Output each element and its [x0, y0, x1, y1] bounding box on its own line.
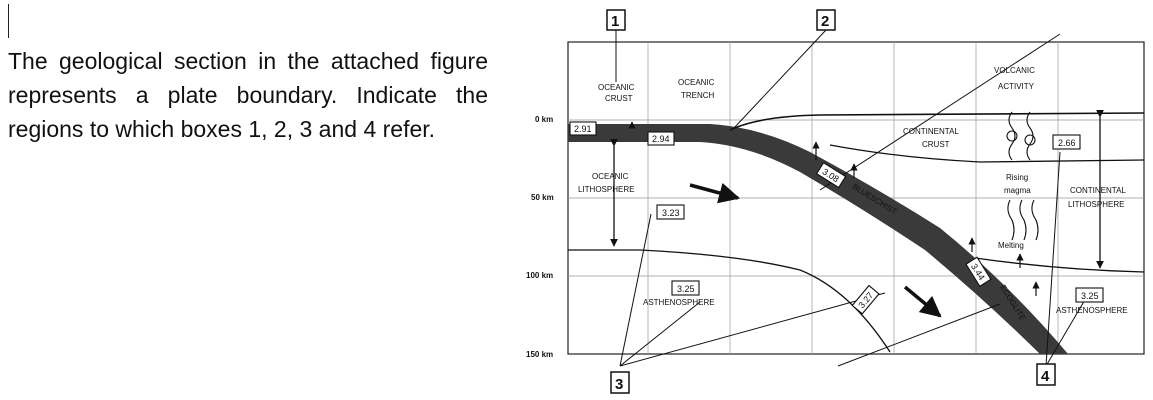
- label-oceanic-lithosphere-2: LITHOSPHERE: [578, 185, 634, 194]
- density-323-text: 3.23: [662, 208, 680, 218]
- label-continental-lithosphere-1: CONTINENTAL: [1070, 186, 1126, 195]
- label-oceanic-crust-2: CRUST: [605, 94, 633, 103]
- label-continental-lithosphere-2: LITHOSPHERE: [1068, 200, 1124, 209]
- label-continental-crust-2: CRUST: [922, 140, 950, 149]
- density-325b: 3.25: [1075, 287, 1104, 303]
- density-325a: 3.25: [671, 280, 700, 296]
- density-344: 3.44: [965, 256, 992, 287]
- depth-label-100: 100 km: [526, 271, 553, 280]
- label-oceanic-crust-1: OCEANIC: [598, 83, 635, 92]
- density-291: 2.91: [569, 121, 597, 136]
- subducting-slab: [568, 124, 1068, 354]
- plate-motion-arrows: [689, 182, 942, 318]
- box-4: 4: [1036, 363, 1056, 386]
- density-291-text: 2.91: [574, 124, 592, 134]
- density-294-text: 2.94: [652, 134, 670, 144]
- density-308: 3.08: [815, 161, 847, 189]
- box-2: 2: [816, 9, 836, 31]
- label-oceanic-lithosphere-1: OCEANIC: [592, 172, 629, 181]
- label-volcanic-2: ACTIVITY: [998, 82, 1035, 91]
- depth-label-0: 0 km: [535, 115, 553, 124]
- box-4-label: 4: [1041, 368, 1050, 385]
- density-266: 2.66: [1052, 134, 1081, 150]
- density-325b-text: 3.25: [1081, 291, 1099, 301]
- label-asthenosphere-left: ASTHENOSPHERE: [643, 298, 715, 307]
- label-rising-1: Rising: [1006, 173, 1028, 182]
- box-1-label: 1: [611, 13, 619, 30]
- box-3-label: 3: [615, 376, 623, 393]
- continental-surface: [729, 112, 1145, 131]
- text-cursor: [8, 4, 9, 38]
- upward-arrows: [628, 121, 1040, 296]
- box-3: 3: [610, 371, 630, 394]
- question-text: The geological section in the attached f…: [8, 48, 488, 142]
- oceanic-lithosphere-base: [568, 249, 891, 353]
- continental-lithosphere-base: [974, 257, 1145, 273]
- label-oceanic-trench-1: OCEANIC: [678, 78, 715, 87]
- label-melting: Melting: [998, 241, 1024, 250]
- depth-label-50: 50 km: [531, 193, 554, 202]
- label-volcanic-1: VOLCANIC: [994, 66, 1035, 75]
- label-continental-crust-1: CONTINENTAL: [903, 127, 959, 136]
- volcanic-plumes: [1006, 111, 1039, 241]
- box-1: 1: [606, 9, 626, 31]
- question-panel: The geological section in the attached f…: [8, 4, 488, 146]
- density-323: 3.23: [656, 204, 685, 220]
- leader-lines: [615, 29, 1087, 367]
- density-294: 2.94: [647, 131, 675, 146]
- label-oceanic-trench-2: TRENCH: [681, 91, 715, 100]
- continental-crust-base: [829, 144, 1145, 163]
- label-rising-2: magma: [1004, 186, 1031, 195]
- label-asthenosphere-right: ASTHENOSPHERE: [1056, 306, 1128, 315]
- thickness-arrows: [610, 109, 1104, 269]
- depth-label-150: 150 km: [526, 350, 553, 359]
- box-2-label: 2: [821, 13, 829, 30]
- density-266-text: 2.66: [1058, 138, 1076, 148]
- density-325a-text: 3.25: [677, 284, 695, 294]
